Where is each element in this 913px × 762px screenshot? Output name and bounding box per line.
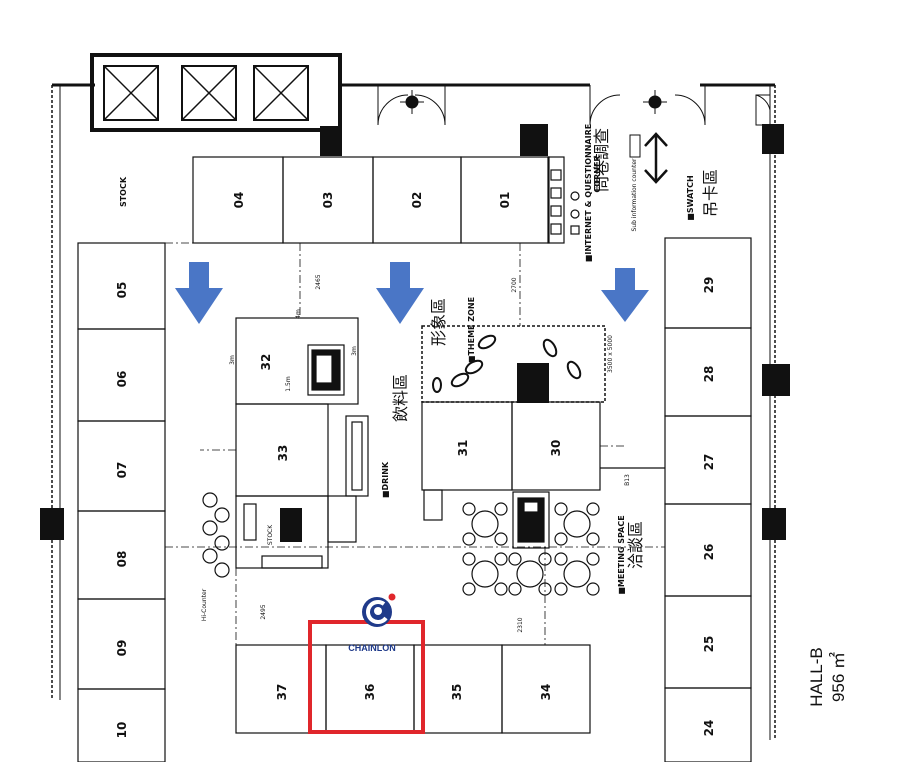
booth-02: 02 bbox=[410, 192, 424, 209]
direction-arrows bbox=[175, 262, 649, 324]
internet-corner-label: ■INTERNET & QUESTIONNAIRE bbox=[584, 124, 593, 262]
circulation-lines bbox=[165, 242, 665, 645]
dim-2310: 2310 bbox=[517, 617, 524, 632]
booth-10: 10 bbox=[115, 722, 129, 739]
right-booth-column bbox=[664, 237, 752, 762]
theme-zone-size: 3500 x 5000 bbox=[607, 335, 614, 373]
theme-zone-chinese-label: 形象區 bbox=[429, 298, 448, 346]
booth-03: 03 bbox=[321, 192, 335, 209]
booth-29: 29 bbox=[702, 277, 716, 294]
label-b13: B13 bbox=[624, 474, 631, 486]
arrow-down-middle bbox=[376, 262, 424, 324]
booth-25: 25 bbox=[702, 636, 716, 653]
booth-06: 06 bbox=[115, 371, 129, 388]
zone-labels: STOCK STOCK ■DRINK 飲料區 ■THEME ZONE 形象區 3… bbox=[119, 124, 720, 621]
booth-numbers: 04 03 02 01 05 06 07 08 09 10 29 28 27 2… bbox=[115, 192, 716, 739]
booth-27: 27 bbox=[702, 454, 716, 471]
internet-corner-label-2: CORNER bbox=[593, 155, 602, 192]
dim-1-5m: 1.5m bbox=[285, 376, 292, 392]
arrow-down-left bbox=[175, 262, 223, 324]
chainlon-logo: CHAINLON bbox=[348, 593, 396, 653]
outer-walls bbox=[51, 83, 776, 740]
booth-08: 08 bbox=[115, 551, 129, 568]
highlight-booth-36 bbox=[308, 620, 425, 734]
booth-04: 04 bbox=[232, 192, 246, 209]
booth-33: 33 bbox=[276, 445, 290, 462]
booth-30: 30 bbox=[549, 440, 563, 457]
dimension-labels: 2465 2700 2495 3m 3m 4m 1.5m 2310 bbox=[229, 274, 524, 632]
pillars bbox=[40, 124, 790, 542]
theme-zone-label: ■THEME ZONE bbox=[467, 297, 476, 363]
meeting-space-furniture bbox=[202, 467, 665, 596]
bottom-booth-row bbox=[235, 644, 591, 734]
sub-info-counter-box bbox=[629, 134, 641, 158]
booth-09: 09 bbox=[115, 640, 129, 657]
booths-30-31 bbox=[421, 401, 601, 521]
chainlon-brand-name: CHAINLON bbox=[348, 643, 396, 653]
drink-label: ■DRINK bbox=[381, 461, 390, 498]
stock-inner-label: STOCK bbox=[267, 524, 274, 545]
arrow-down-right bbox=[601, 268, 649, 322]
booth-26: 26 bbox=[702, 544, 716, 561]
sub-info-counter-label: Sub information counter bbox=[631, 158, 638, 231]
entrance-doors bbox=[377, 85, 771, 126]
dim-2495: 2495 bbox=[260, 604, 267, 619]
booth-28: 28 bbox=[702, 366, 716, 383]
booth-24: 24 bbox=[702, 720, 716, 737]
dim-4m: 4m bbox=[295, 309, 302, 319]
dim-2700: 2700 bbox=[511, 277, 518, 292]
booth-05: 05 bbox=[115, 282, 129, 299]
swatch-label: ■SWATCH bbox=[686, 175, 695, 220]
stock-label: STOCK bbox=[119, 176, 128, 207]
booth-36: 36 bbox=[363, 684, 377, 701]
booth-01: 01 bbox=[498, 192, 512, 209]
left-booth-column bbox=[77, 242, 166, 762]
central-left-block bbox=[235, 317, 369, 569]
theme-zone-area bbox=[421, 325, 606, 403]
hall-info: HALL-B 956 ㎡ bbox=[807, 647, 848, 707]
booth-32: 32 bbox=[259, 354, 273, 371]
highlight-box bbox=[308, 620, 425, 734]
internet-corner-icons bbox=[570, 191, 580, 235]
booth-37: 37 bbox=[275, 684, 289, 701]
dim-3m-b: 3m bbox=[351, 346, 358, 356]
dim-3m-a: 3m bbox=[229, 355, 236, 365]
hi-counter-label: Hi-Counter bbox=[201, 588, 208, 621]
hall-name: HALL-B bbox=[807, 647, 826, 707]
booth-34: 34 bbox=[539, 684, 553, 701]
dim-2465: 2465 bbox=[315, 274, 322, 289]
booth-31: 31 bbox=[456, 440, 470, 457]
meeting-space-label: ■MEETING SPACE bbox=[617, 515, 626, 594]
hall-area: 956 ㎡ bbox=[829, 652, 848, 702]
drink-chinese-label: 飲料區 bbox=[391, 374, 410, 422]
top-service-block bbox=[90, 53, 342, 132]
booth-35: 35 bbox=[450, 684, 464, 701]
double-arrow-icon bbox=[644, 132, 668, 184]
swatch-chinese-label: 吊卡區 bbox=[701, 169, 720, 217]
meeting-space-chinese-label: 洽談區 bbox=[626, 521, 645, 569]
internet-chinese-label: 問卷調查 bbox=[592, 128, 611, 192]
booth-07: 07 bbox=[115, 462, 129, 479]
